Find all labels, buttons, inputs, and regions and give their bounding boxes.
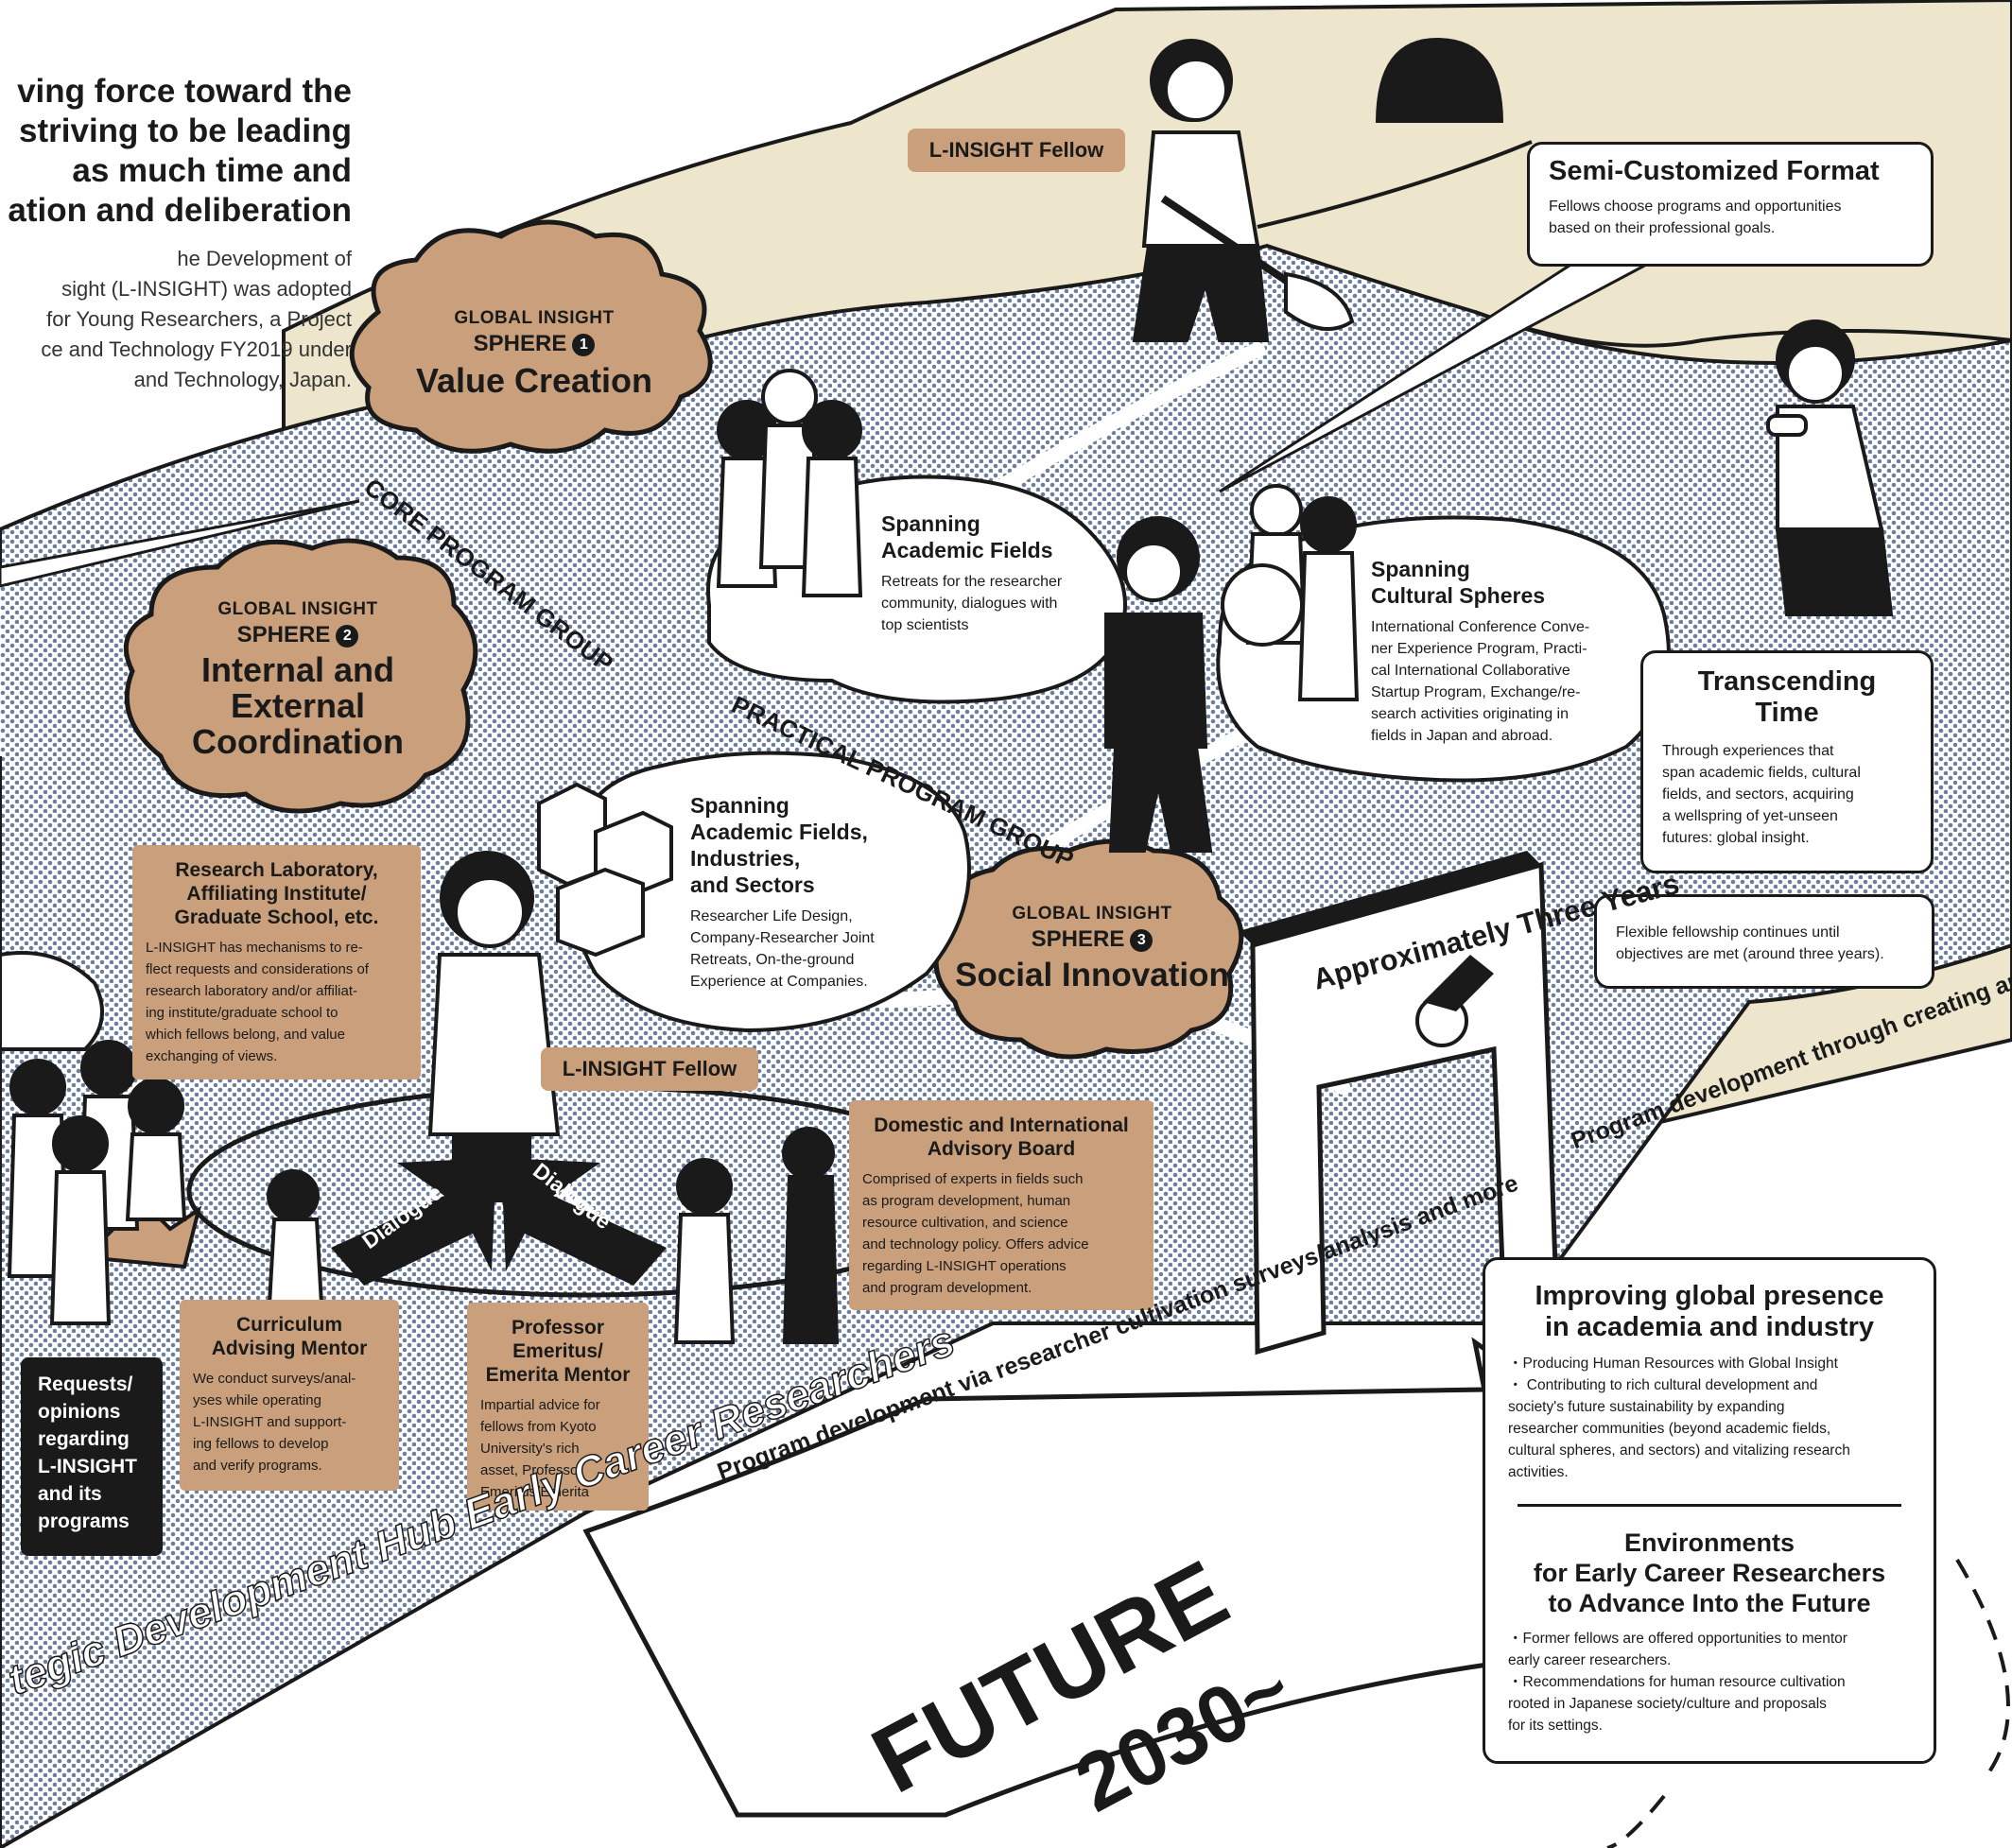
sphere-2-number: 2	[336, 624, 359, 648]
environments-item-1: ・Former fellows are offered opportunitie…	[1508, 1631, 1847, 1668]
bubble-sectors-body: Researcher Life Design, Company-Research…	[690, 908, 875, 990]
advisory-board-body: Comprised of experts in fields such as p…	[862, 1171, 1089, 1296]
advisory-board-card: Domestic and International Advisory Boar…	[849, 1100, 1153, 1310]
cloud-sphere-3	[933, 838, 1244, 1060]
building-icons	[537, 782, 673, 958]
improving-item-2: ・ Contributing to rich cultural developm…	[1508, 1377, 1850, 1480]
professor-mentor-body: Impartial advice for fellows from Kyoto …	[480, 1397, 600, 1500]
arch-side	[1239, 851, 1541, 945]
bubble-sectors: Spanning Academic Fields, Industries, an…	[690, 792, 974, 993]
dialogue-arrow-right	[501, 1158, 667, 1286]
professor-mentor-card: Professor Emeritus/ Emerita Mentor Impar…	[467, 1303, 649, 1511]
transcending-time-title: Transcending Time	[1697, 666, 1877, 728]
advisory-board-title: Domestic and International Advisory Boar…	[874, 1114, 1129, 1160]
professor-mentor-title: Professor Emeritus/ Emerita Mentor	[485, 1317, 631, 1386]
semi-customized-card: Semi-Customized Format Fellows choose pr…	[1527, 142, 1934, 267]
hill-line	[1257, 140, 2012, 348]
bubble-cultural: Spanning Cultural Spheres International …	[1371, 556, 1636, 747]
pointer-intro	[0, 499, 360, 588]
mentor-figure	[427, 851, 561, 1202]
cloud-sphere-1	[349, 219, 713, 454]
fellow-tag-bottom: L-INSIGHT Fellow	[541, 1047, 758, 1091]
globe-group-figures	[1221, 484, 1360, 701]
environments-item-2: ・Recommendations for human resource cult…	[1508, 1674, 1846, 1734]
sphere-2-top: GLOBAL INSIGHT	[217, 599, 378, 619]
transcending-time-body: Through experiences that span academic f…	[1662, 743, 1861, 846]
standing-figures	[267, 1127, 840, 1344]
intro-body: he Development of sight (L-INSIGHT) was …	[41, 247, 352, 391]
sphere-3-top: GLOBAL INSIGHT	[1012, 904, 1172, 924]
requests-box: Requests/ opinions regarding L-INSIGHT a…	[21, 1357, 163, 1556]
environments-title: Environments for Early Career Researcher…	[1533, 1528, 1886, 1617]
fellow-digging-figure	[1132, 39, 1355, 342]
intro-title: ving force toward the striving to be lea…	[8, 73, 352, 229]
bubble-sectors-shape	[572, 751, 971, 1033]
sphere-1-name: Value Creation	[415, 361, 653, 400]
improving-item-1: ・Producing Human Resources with Global I…	[1508, 1356, 1838, 1372]
bubble-academic-title: Spanning Academic Fields	[881, 511, 1053, 562]
lab-card-body: L-INSIGHT has mechanisms to re- flect re…	[146, 940, 369, 1064]
outcomes-divider	[1518, 1504, 1901, 1507]
bubble-academic: Spanning Academic Fields Retreats for th…	[881, 510, 1127, 636]
lab-card: Research Laboratory, Affiliating Institu…	[132, 845, 421, 1079]
bubble-sectors-title: Spanning Academic Fields, Industries, an…	[690, 793, 868, 897]
improving-title: Improving global presence in academia an…	[1535, 1281, 1884, 1342]
semi-customized-title: Semi-Customized Format	[1549, 156, 1880, 186]
sphere-2-name: Internal and External Coordination	[192, 650, 404, 761]
bubble-cultural-title: Spanning Cultural Spheres	[1371, 557, 1546, 608]
curriculum-mentor-card: Curriculum Advising Mentor We conduct su…	[180, 1300, 399, 1491]
transcending-time-card: Transcending Time Through experiences th…	[1640, 650, 1934, 873]
outcomes-card: Improving global presence in academia an…	[1483, 1257, 1936, 1764]
curriculum-mentor-body: We conduct surveys/anal- yses while oper…	[193, 1371, 356, 1474]
dashed-curve	[1606, 1558, 2010, 1848]
researcher-group-figures	[716, 369, 863, 597]
flexible-fellowship-card: Flexible fellowship continues until obje…	[1594, 894, 1934, 989]
lab-card-title: Research Laboratory, Affiliating Institu…	[174, 859, 379, 928]
bubble-cultural-body: International Conference Conve- ner Expe…	[1371, 619, 1590, 744]
sphere-1-number: 1	[572, 333, 596, 356]
sphere-3-number: 3	[1130, 928, 1153, 952]
walking-woman-figure	[1104, 516, 1213, 853]
cloud-sphere-2	[123, 538, 478, 814]
sphere-3-name: Social Innovation	[955, 957, 1229, 993]
semi-customized-body: Fellows choose programs and opportunitie…	[1549, 199, 1842, 236]
observer-figure	[1766, 320, 1894, 616]
bubble-academic-body: Retreats for the researcher community, d…	[881, 574, 1063, 633]
tunnel-icon	[1376, 38, 1503, 123]
left-group-figures	[0, 951, 187, 1325]
sphere-1-top: GLOBAL INSIGHT	[454, 308, 615, 328]
curriculum-mentor-title: Curriculum Advising Mentor	[211, 1314, 368, 1359]
fellow-tag-top: L-INSIGHT Fellow	[908, 129, 1125, 172]
